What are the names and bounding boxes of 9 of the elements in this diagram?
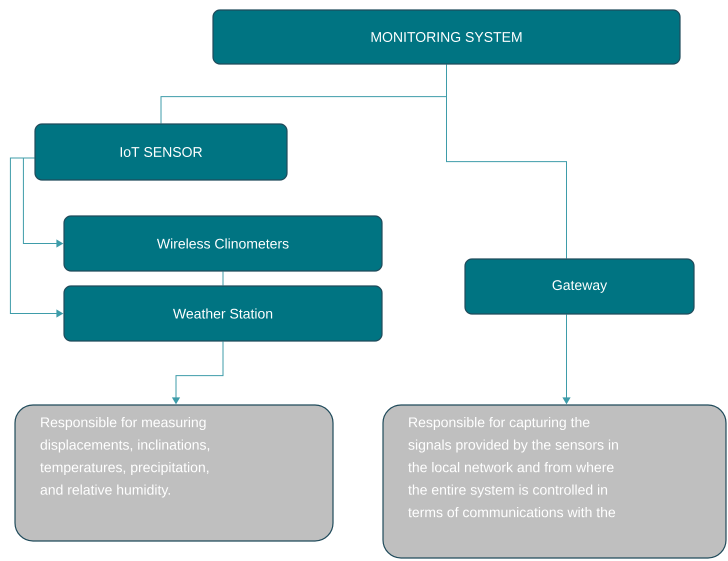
note-box: Responsible for capturing the signals provided by the sensors in the local network and from where the entire system is controlled in terms of communications with the [382, 404, 727, 559]
process-box: Wireless Clinometers [63, 215, 383, 272]
process-box: IoT SENSOR [34, 123, 288, 181]
process-box: Gateway [464, 258, 695, 315]
note-box: Responsible for measuring displacements, inclinations, temperatures, precipitation, and relative humidity. [14, 404, 334, 542]
connector-line [222, 271, 224, 286]
connector-line [446, 64, 567, 259]
process-box: Weather Station [63, 285, 383, 342]
process-box: MONITORING SYSTEM [212, 9, 681, 65]
